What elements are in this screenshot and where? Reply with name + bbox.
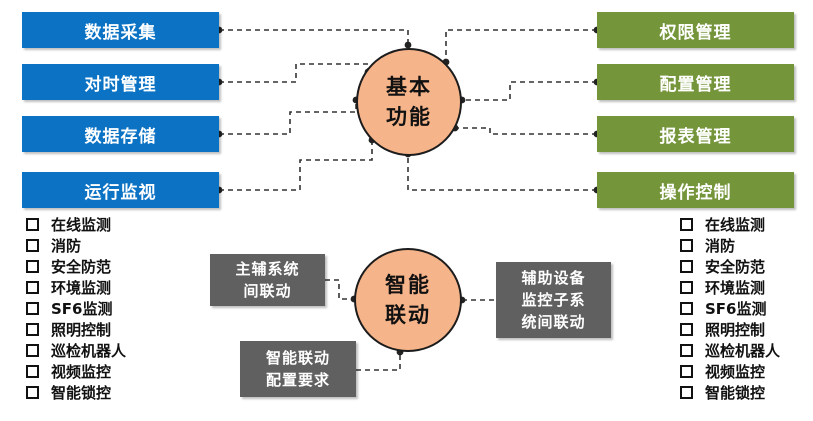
list-item: 在线监测 [680,214,780,235]
main-aux-line-1: 主辅系统 [235,260,300,278]
list-item-label: 环境监测 [705,279,766,297]
list-item-label: 照明控制 [705,321,766,339]
list-item-label: SF6监测 [51,300,113,318]
list-item-label: 安全防范 [705,258,766,276]
module-time-sync: 对时管理 [22,64,219,100]
list-item-label: 视频监控 [51,363,112,381]
list-item: SF6监测 [26,298,126,319]
smart-linkage-circle: 智能 联动 [354,248,462,352]
link-time-sync [219,63,369,83]
list-item-label: 在线监测 [705,216,766,234]
list-item: 消防 [680,235,780,256]
link-config-mgmt [462,81,597,101]
module-config-mgmt: 配置管理 [597,64,794,100]
main-aux-line-2: 间联动 [243,282,292,300]
smart-linkage-label-1: 智能 [385,273,431,297]
list-item: 消防 [26,235,126,256]
module-data-collection: 数据采集 [22,12,219,48]
link-main-aux [325,279,354,300]
link-data-collection [219,29,409,45]
link-operation [407,154,597,191]
list-item-label: 照明控制 [51,321,112,339]
checkbox-icon [680,218,693,231]
checkbox-icon [26,239,39,252]
checkbox-icon [680,260,693,273]
list-item-label: 智能锁控 [705,384,766,402]
list-item-label: 智能锁控 [51,384,112,402]
list-item-label: 消防 [705,237,736,255]
aux-monitor-line-3: 统间联动 [521,313,586,331]
checkbox-icon [680,386,693,399]
link-permission [445,29,597,62]
list-item: 智能锁控 [26,382,126,403]
list-item: 安全防范 [680,256,780,277]
list-item: 视频监控 [26,361,126,382]
list-item: 巡检机器人 [26,340,126,361]
module-permission: 权限管理 [597,12,794,48]
link-report-mgmt [455,127,597,135]
checkbox-icon [26,218,39,231]
smart-linkage-label-2: 联动 [385,303,431,327]
list-item: 安全防范 [26,256,126,277]
checkbox-icon [26,365,39,378]
aux-monitor-line-1: 辅助设备 [521,269,586,287]
right-subsystem-list: 在线监测 消防 安全防范 环境监测 SF6监测 照明控制 巡检机器人 视频监控 … [680,214,780,403]
module-operation: 操作控制 [597,172,794,208]
checkbox-icon [680,365,693,378]
list-item: 智能锁控 [680,382,780,403]
checkbox-icon [26,386,39,399]
list-item-label: 安全防范 [51,258,112,276]
main-aux-linkage-box: 主辅系统 间联动 [210,254,325,306]
list-item-label: 巡检机器人 [705,342,781,360]
checkbox-icon [680,323,693,336]
list-item-label: 视频监控 [705,363,766,381]
list-item-label: 巡检机器人 [51,342,127,360]
checkbox-icon [680,239,693,252]
config-req-line-1: 智能联动 [265,349,330,367]
module-report-mgmt: 报表管理 [597,116,794,152]
aux-monitor-line-2: 监控子系 [521,291,586,309]
checkbox-icon [680,344,693,357]
link-data-storage [219,100,357,135]
list-item-label: SF6监测 [705,300,767,318]
config-req-line-2: 配置要求 [265,371,330,389]
config-requirement-box: 智能联动 配置要求 [240,341,356,397]
list-item-label: 消防 [51,237,82,255]
list-item: 在线监测 [26,214,126,235]
checkbox-icon [680,281,693,294]
basic-function-label-1: 基本 [386,75,432,99]
checkbox-icon [26,323,39,336]
link-config-req [356,352,401,371]
left-subsystem-list: 在线监测 消防 安全防范 环境监测 SF6监测 照明控制 巡检机器人 视频监控 … [26,214,126,403]
list-item: 环境监测 [680,277,780,298]
checkbox-icon [680,302,693,315]
list-item: SF6监测 [680,298,780,319]
basic-function-circle: 基本 功能 [356,48,462,156]
module-data-storage: 数据存储 [22,116,219,152]
list-item-label: 在线监测 [51,216,112,234]
checkbox-icon [26,281,39,294]
checkbox-icon [26,344,39,357]
list-item: 巡检机器人 [680,340,780,361]
link-run-monitor [219,140,373,191]
list-item: 视频监控 [680,361,780,382]
module-run-monitor: 运行监视 [22,172,219,208]
basic-function-label-2: 功能 [386,105,432,129]
list-item: 照明控制 [680,319,780,340]
list-item-label: 环境监测 [51,279,112,297]
aux-monitor-linkage-box: 辅助设备 监控子系 统间联动 [496,262,611,338]
checkbox-icon [26,302,39,315]
checkbox-icon [26,260,39,273]
list-item: 环境监测 [26,277,126,298]
list-item: 照明控制 [26,319,126,340]
